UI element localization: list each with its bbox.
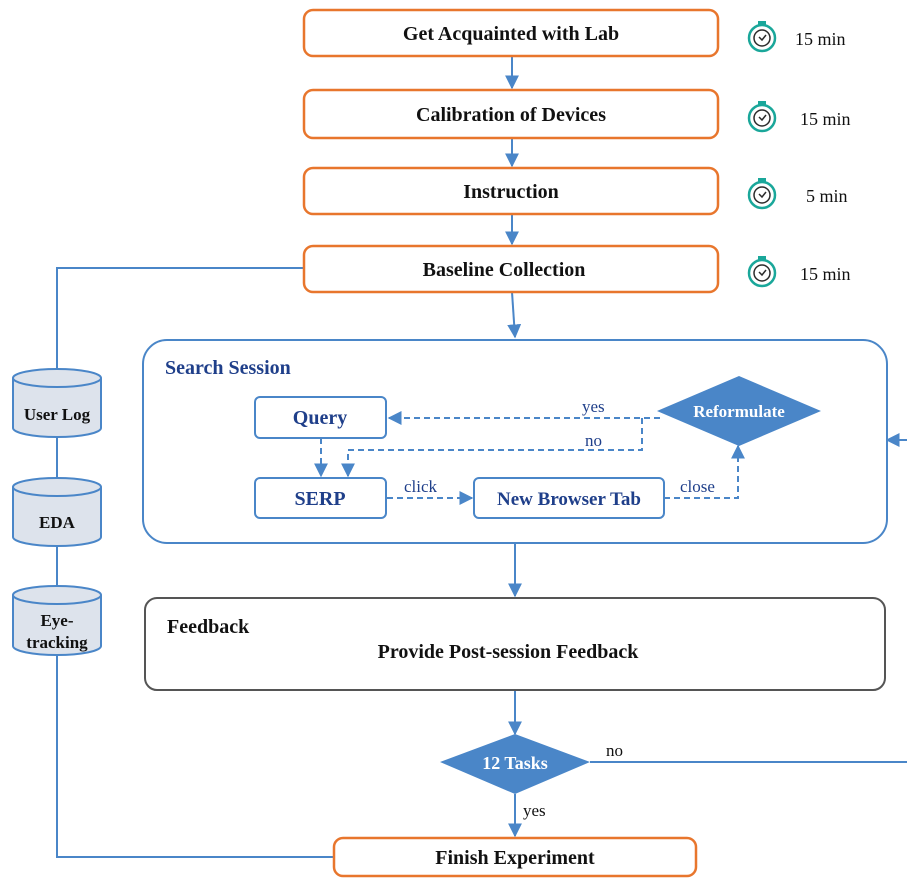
flow-arrows [505, 56, 907, 838]
svg-text:tracking: tracking [26, 633, 88, 652]
svg-text:12 Tasks: 12 Tasks [482, 753, 548, 773]
datastore-eda: EDA [12, 477, 102, 547]
svg-text:Get Acquainted with Lab: Get Acquainted with Lab [403, 23, 619, 45]
svg-text:5 min: 5 min [806, 186, 848, 206]
label-no: no [585, 431, 602, 450]
search-session-edges [314, 411, 745, 505]
edge-close [664, 444, 745, 499]
stopwatch-icon [747, 256, 777, 288]
finish-experiment: Finish Experiment [332, 836, 698, 878]
svg-text:SERP: SERP [294, 488, 345, 510]
svg-text:Eye-: Eye- [40, 611, 73, 630]
label-close: close [680, 477, 715, 496]
step-calibration: Calibration of Devices [302, 88, 720, 140]
svg-text:Instruction: Instruction [463, 181, 559, 203]
feedback-text: Provide Post-session Feedback [378, 641, 640, 663]
feedback-box: Feedback Provide Post-session Feedback [144, 597, 886, 691]
svg-text:15 min: 15 min [795, 29, 846, 49]
node-serp: SERP [254, 477, 387, 519]
svg-text:New Browser Tab: New Browser Tab [497, 489, 641, 510]
svg-text:User Log: User Log [24, 405, 91, 424]
node-new-browser-tab: New Browser Tab [473, 477, 665, 519]
stopwatch-icon [747, 178, 777, 210]
timer-4: 15 min [747, 256, 851, 288]
edge-no [341, 418, 643, 478]
step-baseline: Baseline Collection [302, 244, 720, 294]
timer-3: 5 min [747, 178, 848, 210]
node-query: Query [254, 396, 387, 439]
step-instruction: Instruction [302, 166, 720, 216]
svg-text:15 min: 15 min [800, 109, 851, 129]
timer-1: 15 min [747, 21, 846, 53]
arrow-4 [507, 291, 522, 339]
svg-text:EDA: EDA [39, 513, 76, 532]
datastore-eye-tracking: Eye- tracking [12, 585, 102, 656]
label-click: click [404, 477, 438, 496]
svg-text:Baseline Collection: Baseline Collection [423, 259, 586, 281]
svg-text:Calibration of Devices: Calibration of Devices [416, 104, 606, 126]
label-yes: yes [582, 397, 605, 416]
datastore-user-log: User Log [12, 368, 102, 438]
search-session-title: Search Session [165, 357, 291, 379]
node-reformulate: Reformulate [657, 376, 821, 446]
step-get-acquainted: Get Acquainted with Lab [302, 8, 720, 58]
timer-2: 15 min [747, 101, 851, 133]
svg-text:Reformulate: Reformulate [693, 402, 785, 421]
svg-text:15 min: 15 min [800, 264, 851, 284]
data-collection-line [56, 267, 334, 858]
stopwatch-icon [747, 101, 777, 133]
decision-12-tasks: 12 Tasks [440, 734, 590, 794]
feedback-title: Feedback [167, 616, 250, 638]
decision-yes-label: yes [523, 801, 546, 820]
decision-no-label: no [606, 741, 623, 760]
svg-text:Query: Query [293, 407, 347, 429]
stopwatch-icon [747, 21, 777, 53]
svg-text:Finish Experiment: Finish Experiment [435, 847, 595, 869]
